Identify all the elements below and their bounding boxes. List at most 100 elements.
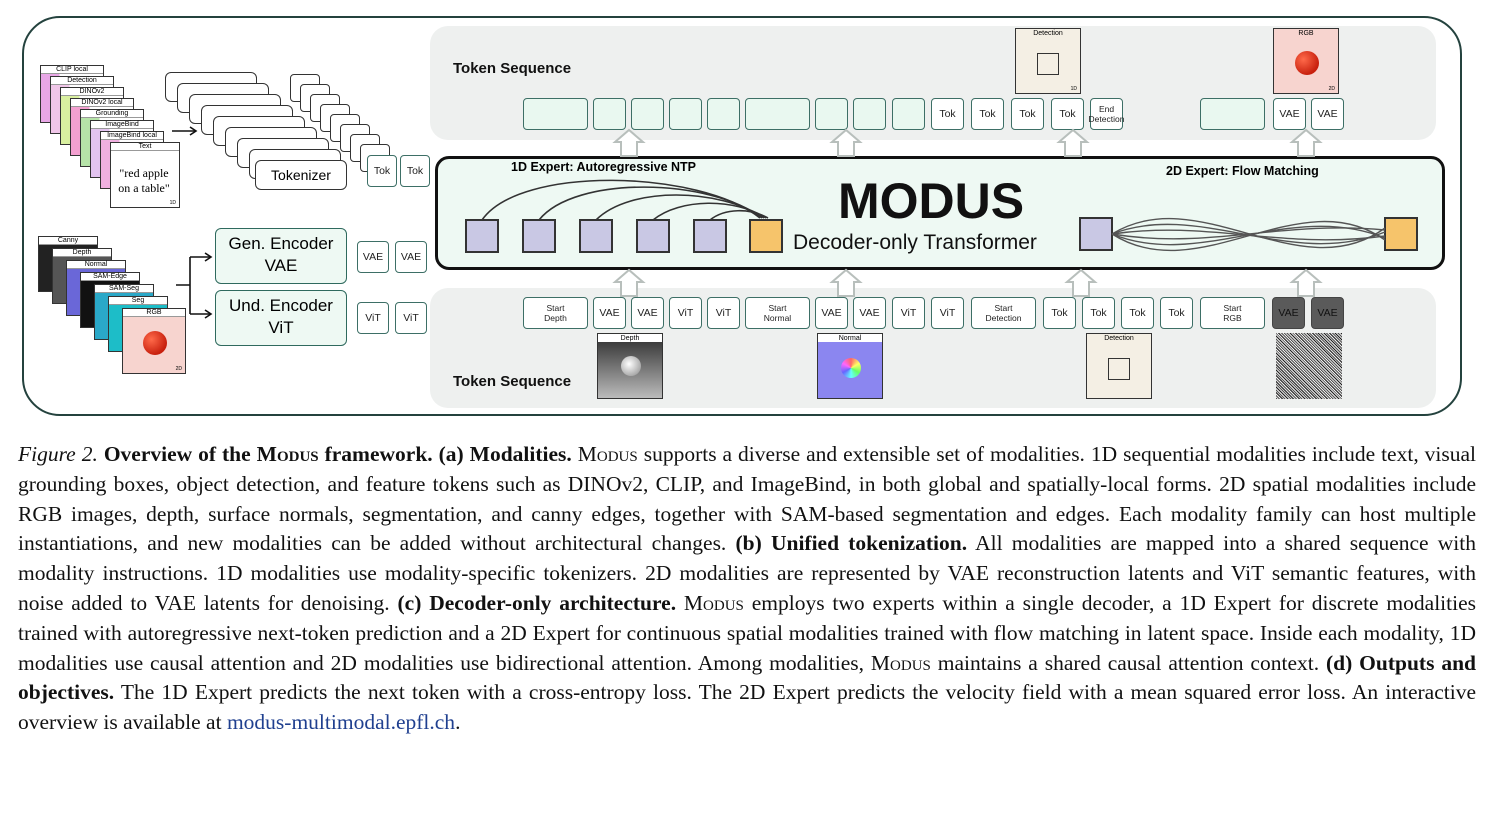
bottom-token: VAE bbox=[1272, 297, 1305, 329]
modality-1d-card-label: ImageBind bbox=[91, 121, 153, 129]
ar-token-square bbox=[693, 219, 727, 253]
bottom-token: Tok bbox=[1121, 297, 1154, 329]
top-empty-token bbox=[707, 98, 740, 130]
apple-image bbox=[143, 331, 167, 355]
badge-1d: 1D bbox=[169, 200, 176, 206]
top-empty-token bbox=[1200, 98, 1265, 130]
tokenizer-box: Tokenizer bbox=[255, 160, 347, 190]
figure-number: Figure 2. bbox=[18, 442, 98, 466]
modality-1d-card: Text 1D bbox=[110, 142, 180, 208]
ar-token-square bbox=[522, 219, 556, 253]
badge-2d: 2D bbox=[175, 366, 182, 372]
top-token: VAE bbox=[1273, 98, 1306, 130]
top-token: VAE bbox=[1311, 98, 1344, 130]
top-token: Tok bbox=[1051, 98, 1084, 130]
modality-2d-card-label: Depth bbox=[53, 249, 111, 257]
ar-arrows bbox=[481, 179, 769, 221]
top-empty-token bbox=[815, 98, 848, 130]
output-detection-card: Detection 1D bbox=[1015, 28, 1081, 94]
tok-output-token: Tok bbox=[400, 155, 430, 187]
flow-line bbox=[1111, 220, 1386, 252]
expert-1d-label: 1D Expert: Autoregressive NTP bbox=[511, 160, 697, 174]
transformer-diagram-svg bbox=[172, 126, 1418, 319]
modality-1d-card-label: DINOv2 local bbox=[71, 99, 133, 107]
flow-lines bbox=[1111, 217, 1386, 252]
top-token: Tok bbox=[1011, 98, 1044, 130]
badge-1d: 1D bbox=[1070, 86, 1077, 92]
flow-target-square bbox=[1384, 217, 1418, 251]
caption-d-head: (d) Outputs and objectives. bbox=[18, 650, 1476, 705]
top-empty-token bbox=[853, 98, 886, 130]
input-detection-card: Detection bbox=[1086, 333, 1152, 399]
modality-2d-card-label: Normal bbox=[67, 261, 125, 269]
und-encoder-box: Und. Encoder ViT bbox=[215, 290, 347, 346]
input-depth-label: Depth bbox=[598, 334, 662, 342]
top-token: Tok bbox=[931, 98, 964, 130]
modality-2d-card: RGB 2D bbox=[122, 308, 186, 374]
bottom-token: VAE bbox=[815, 297, 848, 329]
modality-1d-card-label: ImageBind local bbox=[101, 132, 163, 140]
badge-2d: 2D bbox=[1328, 86, 1335, 92]
modality-1d-card-label: DINOv2 bbox=[61, 88, 123, 96]
encoder-arrows bbox=[172, 126, 213, 319]
output-detection-label: Detection bbox=[1033, 30, 1063, 37]
bottom-token: Start Normal bbox=[745, 297, 810, 329]
top-empty-token bbox=[593, 98, 626, 130]
up-arrow bbox=[612, 128, 646, 157]
modality-2d-card-label: SAM-Seg bbox=[95, 285, 153, 293]
modality-2d-card-label: Canny bbox=[39, 237, 97, 245]
normal-apple-image bbox=[841, 358, 861, 378]
ar-token-square bbox=[636, 219, 670, 253]
bottom-token: Tok bbox=[1160, 297, 1193, 329]
top-empty-token bbox=[745, 98, 810, 130]
ar-token-square bbox=[465, 219, 499, 253]
input-normal-card: Normal bbox=[817, 333, 883, 399]
bottom-token: ViT bbox=[892, 297, 925, 329]
apple-image bbox=[1295, 51, 1319, 75]
up-arrow bbox=[829, 128, 863, 157]
up-arrows bbox=[612, 128, 1323, 297]
up-arrow bbox=[829, 268, 863, 297]
vit-output-token: ViT bbox=[357, 302, 389, 334]
input-detection-label: Detection bbox=[1104, 335, 1134, 342]
modality-2d-card-label: Seg bbox=[109, 297, 167, 305]
tokenizer-label: Tokenizer bbox=[271, 167, 331, 183]
vae-output-token: VAE bbox=[395, 241, 427, 273]
encoder-arrow-head bbox=[204, 252, 213, 319]
top-token: Tok bbox=[971, 98, 1004, 130]
bottom-token: VAE bbox=[593, 297, 626, 329]
up-arrow bbox=[1064, 268, 1098, 297]
bottom-token: Start Detection bbox=[971, 297, 1036, 329]
up-arrow bbox=[612, 268, 646, 297]
modality-2d-card-label: RGB bbox=[123, 309, 185, 317]
tok-output-token: Tok bbox=[367, 155, 397, 187]
bottom-token: VAE bbox=[853, 297, 886, 329]
gen-encoder-box: Gen. Encoder VAE bbox=[215, 228, 347, 284]
modality-1d-card-label: CLIP local bbox=[41, 66, 103, 74]
ar-token-square bbox=[579, 219, 613, 253]
detection-box-icon bbox=[1108, 358, 1130, 380]
output-rgb-card: RGB 2D bbox=[1273, 28, 1339, 94]
bottom-token: VAE bbox=[631, 297, 664, 329]
noise-latent-image bbox=[1276, 333, 1342, 399]
caption-c-head: (c) Decoder-only architecture. bbox=[397, 590, 677, 615]
detection-box-icon bbox=[1037, 53, 1059, 75]
model-subtitle: Decoder-only Transformer bbox=[793, 231, 1037, 254]
up-arrow bbox=[1056, 128, 1090, 157]
bottom-token: Start Depth bbox=[523, 297, 588, 329]
caption-title: Overview of the Modus framework. bbox=[103, 442, 433, 466]
bottom-token: Tok bbox=[1082, 297, 1115, 329]
expert-2d-label: 2D Expert: Flow Matching bbox=[1166, 164, 1319, 178]
modality-2d-card-label: SAM-Edge bbox=[81, 273, 139, 281]
modality-1d-card-label: Text bbox=[111, 143, 179, 151]
bottom-token: ViT bbox=[931, 297, 964, 329]
text-card-content: "red apple on a table" bbox=[118, 166, 170, 195]
input-normal-label: Normal bbox=[818, 334, 882, 342]
figure-caption: Figure 2. Overview of the Modus framewor… bbox=[18, 442, 1477, 735]
caption-a-head: (a) Modalities. bbox=[438, 442, 572, 466]
top-empty-token bbox=[669, 98, 702, 130]
top-token: End Detection bbox=[1089, 98, 1124, 130]
project-link[interactable]: modus-multimodal.epfl.ch bbox=[226, 710, 456, 735]
top-token-sequence-label: Token Sequence bbox=[453, 60, 572, 77]
flow-line bbox=[1111, 227, 1386, 240]
